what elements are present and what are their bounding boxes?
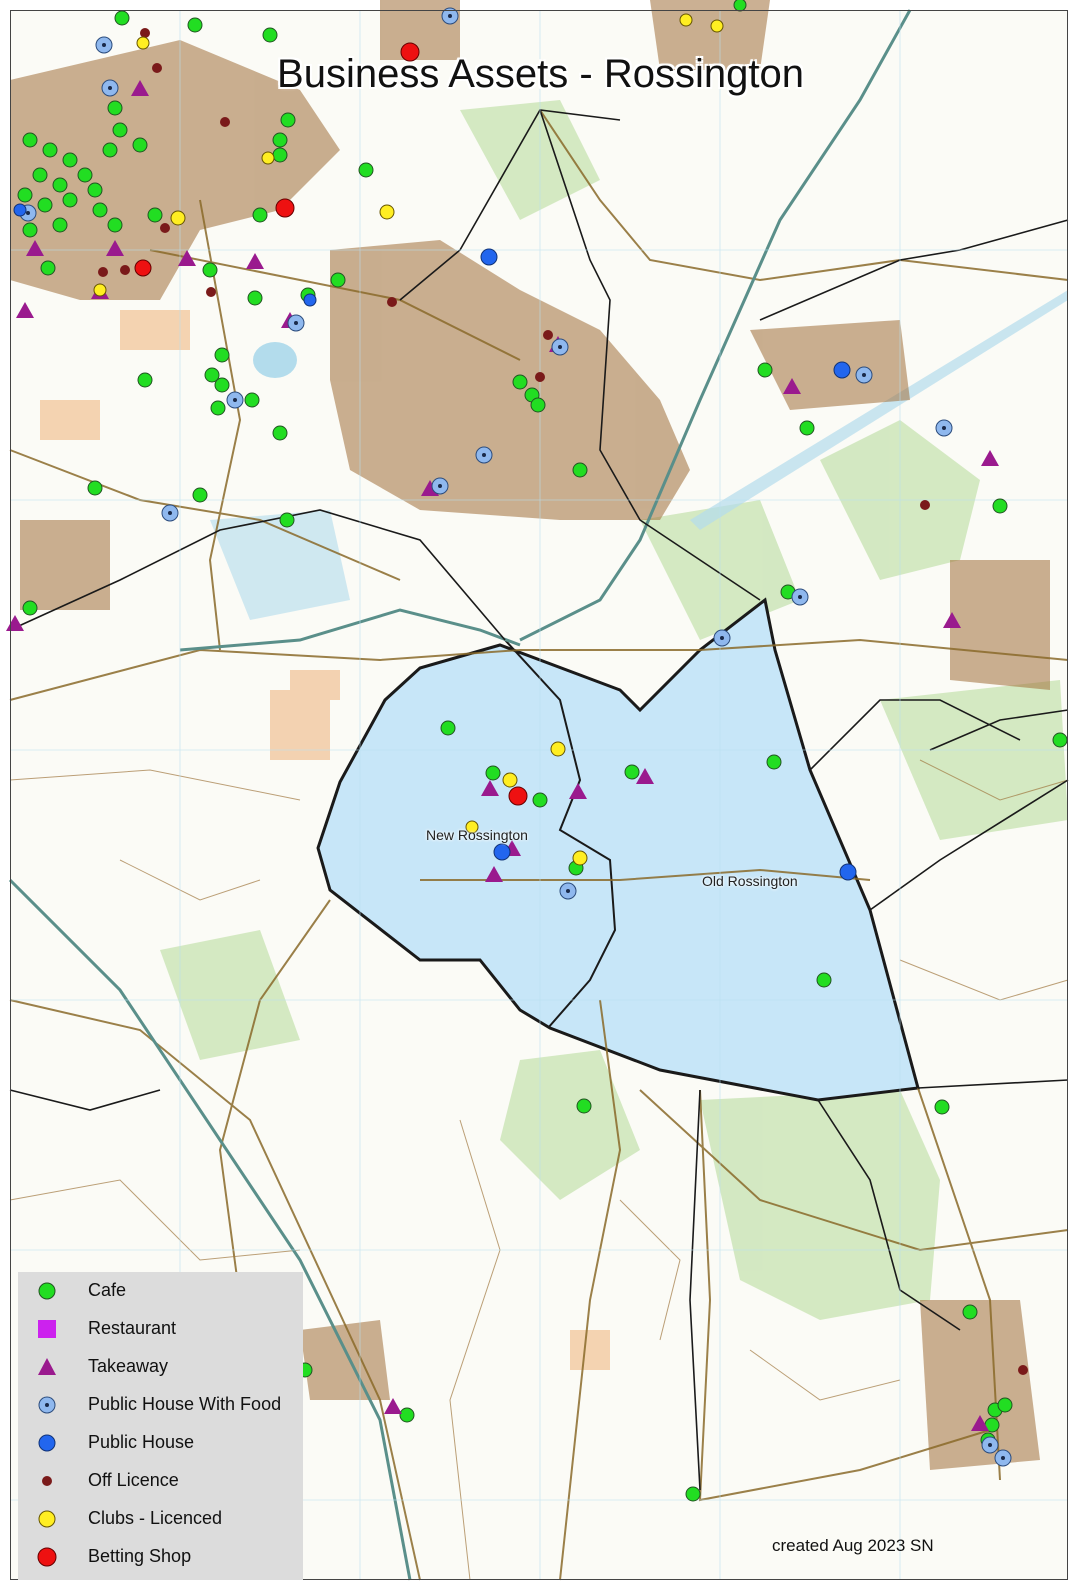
- water-bodies: [210, 290, 1068, 620]
- map-title: Business Assets - Rossington: [277, 52, 804, 96]
- club-markers: [93, 13, 724, 866]
- pub-symbol-icon: [38, 1434, 56, 1452]
- clubs-symbol-icon: [38, 1510, 56, 1528]
- motorway-lines: [8, 9, 912, 1581]
- legend-label: Betting Shop: [88, 1546, 192, 1566]
- pub-food-dots: [26, 14, 1005, 1460]
- map-legend: Cafe Restaurant Takeaway Public House Wi…: [18, 1272, 303, 1580]
- takeaway-symbol-icon: [38, 1358, 56, 1375]
- betting-symbol-icon: [37, 1547, 57, 1567]
- legend-label: Cafe: [88, 1280, 127, 1300]
- legend-item-cafe: Cafe: [18, 1272, 303, 1310]
- minor-roads: [9, 759, 1069, 1581]
- cafe-markers: [17, 0, 1068, 1502]
- takeaway-markers: [6, 80, 999, 1431]
- pub-food-markers: [19, 7, 1012, 1467]
- urban-areas: [10, 0, 1050, 1470]
- map-credit: created Aug 2023 SN: [772, 1536, 934, 1555]
- betting-markers: [134, 42, 528, 806]
- off-licence-markers: [98, 28, 1028, 1375]
- place-label-new-rossington: New Rossington: [426, 827, 528, 843]
- off-licence-symbol-icon: [42, 1476, 52, 1486]
- business-markers: [6, 0, 1068, 1502]
- place-label-old-rossington: Old Rossington: [702, 873, 798, 889]
- restaurant-symbol-icon: [38, 1320, 56, 1338]
- legend-item-takeaway: Takeaway: [18, 1348, 303, 1386]
- legend-label: Public House: [88, 1432, 195, 1452]
- legend-item-pub-food: Public House With Food: [18, 1386, 303, 1424]
- legend-item-restaurant: Restaurant: [18, 1310, 303, 1348]
- legend-label: Public House With Food: [88, 1394, 282, 1414]
- legend-label: Clubs - Licenced: [88, 1508, 223, 1528]
- woodland-areas: [160, 100, 1068, 1320]
- legend-label: Restaurant: [88, 1318, 177, 1338]
- legend-item-pub: Public House: [18, 1424, 303, 1462]
- cafe-symbol-icon: [38, 1282, 56, 1300]
- legend-item-clubs: Clubs - Licenced: [18, 1500, 303, 1538]
- industrial-areas: [40, 310, 610, 1370]
- legend-label: Off Licence: [88, 1470, 179, 1490]
- pub-food-symbol-icon: [38, 1396, 56, 1414]
- legend-item-off-licence: Off Licence: [18, 1462, 303, 1500]
- legend-label: Takeaway: [88, 1356, 169, 1376]
- boundary-lines: [9, 109, 1069, 1491]
- pub-markers: [13, 203, 857, 881]
- legend-item-betting: Betting Shop: [18, 1538, 303, 1576]
